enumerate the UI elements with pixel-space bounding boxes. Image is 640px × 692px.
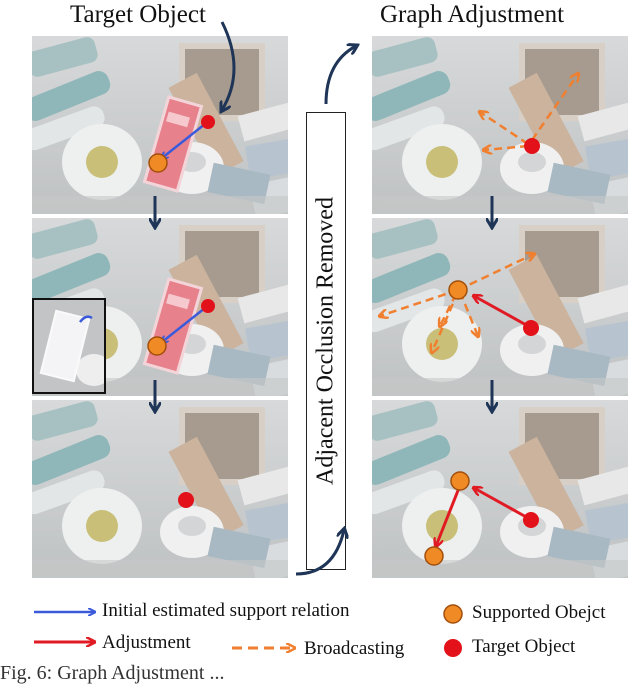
- legend-target-dot: [444, 639, 462, 657]
- legend-adjustment-label: Adjustment: [102, 632, 191, 653]
- panel-right-1: [372, 36, 628, 214]
- legend-target-label: Target Object: [472, 636, 576, 657]
- legend-supported-dot: [443, 604, 463, 624]
- panel-left-3: [32, 400, 288, 578]
- panel-right-3: [372, 400, 628, 578]
- panel-left-1: [32, 36, 288, 214]
- legend-supported-label: Supported Obejct: [472, 602, 606, 623]
- adjacent-occlusion-removed-label: Adjacent Occlusion Removed: [306, 112, 346, 570]
- title-target-object: Target Object: [70, 1, 206, 28]
- legend-broadcasting-label: Broadcasting: [304, 638, 405, 659]
- flow-curve-top: [324, 46, 356, 105]
- legend-initial-label: Initial estimated support relation: [102, 600, 350, 621]
- adjacent-occlusion-removed-text: Adjacent Occlusion Removed: [312, 197, 339, 485]
- title-graph-adjustment: Graph Adjustment: [380, 1, 565, 28]
- panel-right-2: [372, 218, 628, 396]
- figure-caption: Fig. 6: Graph Adjustment ...: [0, 662, 225, 684]
- inset-closeup: [32, 298, 106, 394]
